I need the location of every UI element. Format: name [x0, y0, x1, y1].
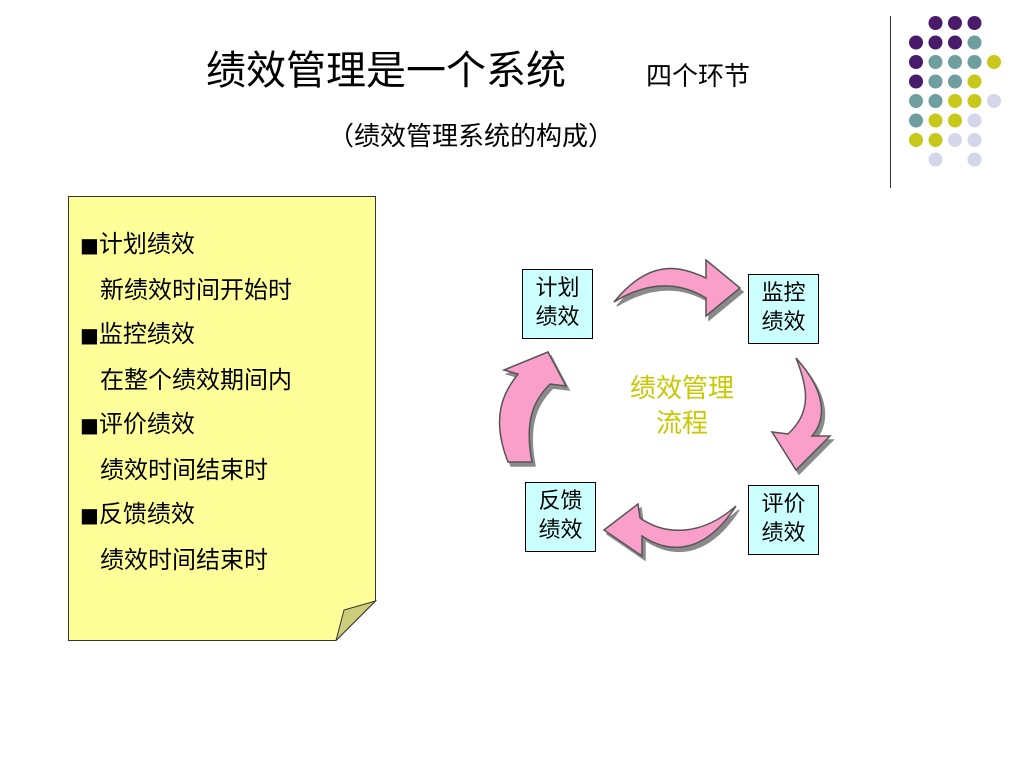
decorative-dot [928, 16, 943, 30]
list-item-label: 计划绩效 [98, 230, 195, 258]
stage-box-feedback: 反馈 绩效 [525, 482, 596, 552]
decorative-dot [967, 94, 982, 108]
arrow-plan-to-monitor [613, 258, 742, 318]
bullet-icon: ■ [80, 503, 99, 527]
decorative-dot [948, 133, 962, 147]
decorative-dot [928, 133, 943, 147]
list-item: ■评价绩效 [80, 402, 292, 448]
arrow-feedback-to-plan [498, 351, 568, 463]
note-card-shape [68, 196, 378, 641]
decorative-dot [987, 55, 1001, 69]
arrow-evaluate-to-feedback [602, 502, 737, 558]
decorative-dot [987, 94, 1001, 108]
divider-line [890, 16, 891, 188]
decorative-dot [928, 152, 943, 167]
decorative-dot-grid [909, 16, 1001, 167]
decorative-dot [909, 94, 923, 108]
decorative-dot [909, 35, 923, 50]
stage-label: 绩效 [761, 521, 806, 546]
decorative-dot [948, 94, 962, 108]
decorative-dot [928, 94, 943, 108]
page-subtitle: （绩效管理系统的构成） [328, 122, 615, 152]
decorative-dot [909, 133, 923, 147]
note-card: ■计划绩效 新绩效时间开始时 ■监控绩效 在整个绩效期间内 ■评价绩效 绩效时间… [68, 196, 378, 641]
decorative-dot [948, 113, 962, 128]
list-item-label: 评价绩效 [98, 410, 195, 438]
list-item: ■计划绩效 [80, 222, 292, 268]
list-item-detail: 绩效时间结束时 [100, 545, 268, 574]
list-item-detail: 新绩效时间开始时 [100, 275, 292, 304]
list-item-detail: 绩效时间结束时 [100, 455, 268, 484]
bullet-icon: ■ [80, 233, 99, 257]
decorative-dot [909, 55, 923, 69]
center-label-line: 绩效管理 [629, 374, 734, 404]
decorative-dot [948, 16, 962, 30]
arrow-monitor-to-evaluate [770, 357, 832, 472]
center-label-line: 流程 [655, 409, 708, 439]
bullet-icon: ■ [80, 323, 99, 347]
decorative-dot [928, 74, 943, 89]
decorative-dot [967, 16, 982, 30]
list-item-label: 反馈绩效 [98, 500, 195, 528]
stage-box-monitor: 监控 绩效 [748, 274, 819, 344]
decorative-dot [967, 152, 982, 167]
decorative-dot [967, 35, 982, 50]
stage-label: 绩效 [535, 305, 580, 330]
stage-label: 绩效 [538, 518, 583, 543]
stage-label: 绩效 [761, 310, 806, 335]
page-title: 绩效管理是一个系统 [206, 48, 566, 94]
decorative-dot [909, 113, 923, 128]
decorative-dot [909, 74, 923, 89]
decorative-dot [967, 74, 982, 89]
decorative-dot [928, 35, 943, 50]
decorative-dot [928, 55, 943, 69]
stage-label: 评价 [761, 492, 806, 517]
stage-box-plan: 计划 绩效 [522, 269, 593, 339]
stage-label: 监控 [761, 281, 806, 306]
decorative-dot [948, 35, 962, 50]
cycle-diagram: 计划 绩效 监控 绩效 评价 绩效 反馈 绩效 绩效管理 流程 [490, 236, 850, 586]
page-subtitle-right: 四个环节 [646, 62, 751, 92]
list-item-label: 监控绩效 [98, 320, 195, 348]
list-item-detail: 在整个绩效期间内 [100, 365, 292, 394]
cycle-center-label: 绩效管理 流程 [612, 372, 752, 442]
bullet-icon: ■ [80, 413, 99, 437]
decorative-dot [967, 113, 982, 128]
decorative-dot [948, 74, 962, 89]
decorative-dot [948, 55, 962, 69]
list-item: ■监控绩效 [80, 312, 292, 358]
stage-label: 计划 [535, 276, 580, 301]
decorative-dot [928, 113, 943, 128]
stage-label: 反馈 [538, 489, 583, 514]
note-list: ■计划绩效 新绩效时间开始时 ■监控绩效 在整个绩效期间内 ■评价绩效 绩效时间… [80, 222, 292, 582]
decorative-dot [967, 55, 982, 69]
decorative-dot [967, 133, 982, 147]
cycle-arrows [498, 258, 832, 558]
stage-box-evaluate: 评价 绩效 [748, 485, 819, 555]
list-item: ■反馈绩效 [80, 492, 292, 538]
